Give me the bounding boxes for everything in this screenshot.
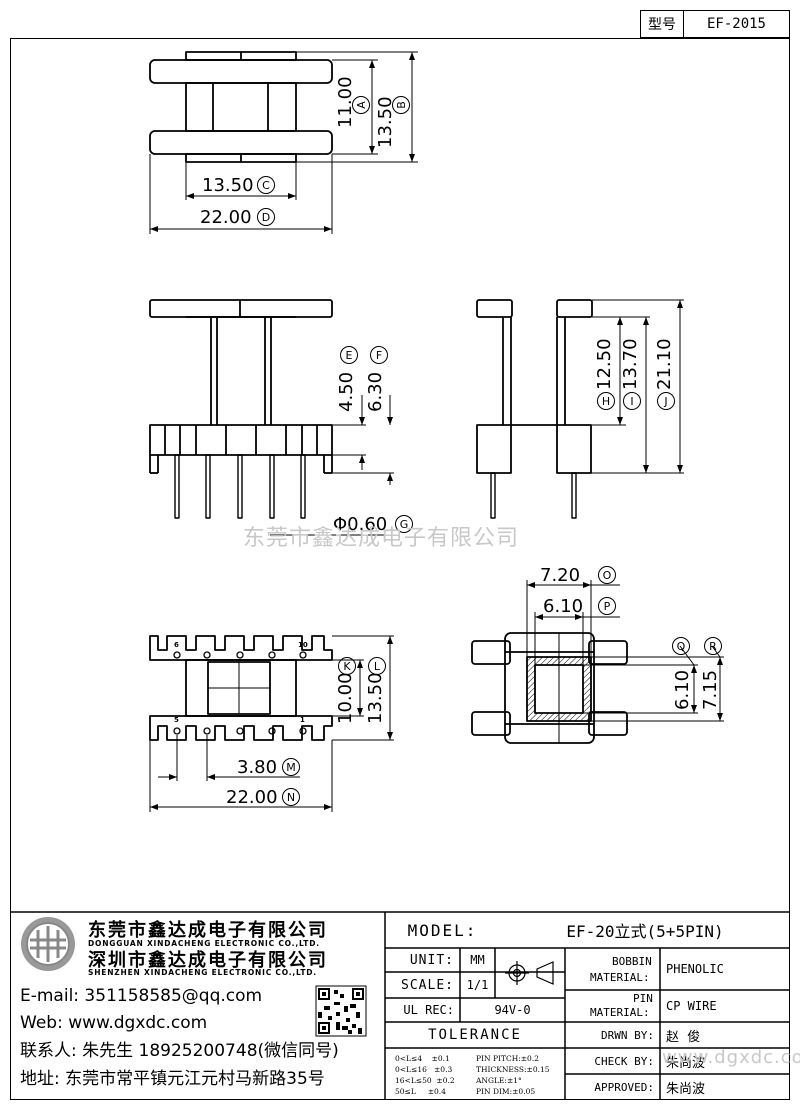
tolerance-6: THICKNESS:±0.15 bbox=[476, 1065, 550, 1074]
dim-m-letter: M bbox=[282, 758, 300, 776]
tolerance-4: 50≤L ±0.4 bbox=[395, 1087, 446, 1096]
dim-h-letter: H bbox=[597, 392, 615, 410]
company-name-sz: 深圳市鑫达成电子有限公司 bbox=[88, 950, 328, 971]
company-web[interactable]: Web: www.dgxdc.com bbox=[20, 1013, 208, 1033]
approved-label: APPROVED: bbox=[594, 1080, 654, 1094]
dimension-lines bbox=[149, 51, 724, 812]
company-address: 地址: 东莞市常平镇元江元村马新路35号 bbox=[20, 1069, 325, 1089]
tolerance-8: PIN DIM:±0.05 bbox=[476, 1087, 536, 1096]
company-name-sz-en: SHENZHEN XINDACHENG ELECTRONIC CO.,LTD. bbox=[88, 968, 317, 977]
dim-m-text: 3.80 bbox=[237, 757, 278, 778]
bobbin-label-1: BOBBIN bbox=[612, 955, 652, 968]
pin-material-label-1: PIN bbox=[633, 992, 653, 1005]
front-view-pins bbox=[174, 454, 306, 519]
drawn-by-label: DRWN BY: bbox=[601, 1028, 654, 1042]
drawn-by-value: 赵 俊 bbox=[666, 1029, 701, 1045]
dim-i-letter: I bbox=[623, 392, 641, 410]
approved-value: 朱尚波 bbox=[666, 1081, 706, 1097]
dim-l-text: 13.50 bbox=[365, 672, 386, 724]
pin-material-value: CP WIRE bbox=[666, 999, 717, 1013]
dim-n-text: 22.00 bbox=[226, 787, 278, 808]
scale-label: SCALE: bbox=[401, 977, 454, 993]
dim-a-text: 11.00 bbox=[335, 76, 356, 128]
tolerance-2: 0<L≤16 ±0.3 bbox=[395, 1065, 453, 1074]
title-block-grid bbox=[10, 911, 790, 1100]
dim-e-text: 4.50 bbox=[336, 371, 357, 412]
company-name-dg: 东莞市鑫达成电子有限公司 bbox=[88, 920, 328, 941]
dim-n-letter: N bbox=[282, 788, 300, 806]
dim-l-letter: L bbox=[368, 657, 386, 675]
company-email[interactable]: E-mail: 351158585@qq.com bbox=[20, 986, 263, 1006]
unit-label: UNIT: bbox=[409, 952, 454, 968]
qr-code bbox=[315, 985, 367, 1037]
dim-g-letter: G bbox=[395, 515, 413, 533]
scale-value: 1/1 bbox=[466, 978, 489, 992]
dim-q-text: 6.10 bbox=[672, 669, 693, 710]
tolerance-5: PIN PITCH:±0.2 bbox=[476, 1054, 539, 1063]
section-view bbox=[471, 632, 628, 744]
dim-q-letter: Q bbox=[672, 637, 690, 655]
dim-d-letter: D bbox=[257, 208, 275, 226]
dim-h-text: 12.50 bbox=[594, 338, 615, 390]
dim-f-text: 6.30 bbox=[365, 371, 386, 412]
unit-value: MM bbox=[470, 953, 485, 967]
tolerance-1: 0<L≤4 ±0.1 bbox=[395, 1054, 450, 1063]
pin-label-6: 6 bbox=[174, 641, 179, 649]
bobbin-value: PHENOLIC bbox=[666, 962, 724, 976]
dim-g-text: Φ0.60 bbox=[333, 514, 388, 535]
pin-material-label-2: MATERIAL: bbox=[590, 1006, 650, 1019]
ul-value: 94V-0 bbox=[494, 1003, 531, 1017]
side-view bbox=[476, 299, 593, 519]
drawing-frame bbox=[10, 38, 790, 1100]
dim-e-letter: E bbox=[340, 346, 358, 364]
dim-k-letter: K bbox=[338, 657, 356, 675]
dim-p-text: 6.10 bbox=[543, 596, 584, 617]
top-view bbox=[149, 51, 333, 163]
watermark-company: 东莞市鑫达成电子有限公司 bbox=[243, 526, 520, 551]
dim-p-letter: P bbox=[598, 597, 616, 615]
company-logo bbox=[21, 917, 75, 971]
dim-r-letter: R bbox=[704, 637, 722, 655]
dim-c-text: 13.50 bbox=[202, 175, 254, 196]
dim-o-letter: O bbox=[598, 566, 616, 584]
watermark-url: www.dgxdc.com bbox=[662, 1047, 800, 1068]
ul-label: UL REC: bbox=[403, 1003, 454, 1017]
dim-i-text: 13.70 bbox=[620, 338, 641, 390]
dim-o-text: 7.20 bbox=[540, 565, 581, 586]
dim-r-text: 7.15 bbox=[700, 669, 721, 710]
tolerance-7: ANGLE:±1° bbox=[476, 1076, 522, 1085]
tolerance-title: TOLERANCE bbox=[428, 1027, 522, 1043]
dim-d-text: 22.00 bbox=[200, 207, 252, 228]
company-contact: 联系人: 朱先生 18925200748(微信同号) bbox=[20, 1041, 339, 1061]
dim-k-text: 10.00 bbox=[335, 672, 356, 724]
bottom-view bbox=[149, 635, 333, 741]
pin-label-10: 10 bbox=[298, 641, 308, 649]
pin-label-5: 5 bbox=[174, 716, 179, 724]
check-by-value: 朱尚波 bbox=[666, 1055, 706, 1071]
dim-b-text: 13.50 bbox=[375, 96, 396, 148]
tolerance-3: 16<L≤50 ±0.2 bbox=[395, 1076, 455, 1085]
bobbin-label-2: MATERIAL: bbox=[590, 971, 650, 984]
front-view bbox=[149, 299, 333, 474]
model-label: MODEL: bbox=[407, 920, 478, 940]
dim-j-letter: J bbox=[657, 392, 675, 410]
projection-symbol bbox=[505, 961, 554, 985]
type-value-cell: EF-2015 bbox=[683, 10, 790, 38]
check-by-label: CHECK BY: bbox=[594, 1054, 654, 1068]
dim-j-text: 21.10 bbox=[654, 338, 675, 390]
dim-c-letter: C bbox=[257, 176, 275, 194]
model-value: EF-20立式(5+5PIN) bbox=[566, 922, 724, 941]
pin-label-1: 1 bbox=[300, 716, 305, 724]
company-name-dg-en: DONGGUAN XINDACHENG ELECTRONIC CO.,LTD. bbox=[88, 939, 320, 948]
dim-f-letter: F bbox=[370, 346, 388, 364]
